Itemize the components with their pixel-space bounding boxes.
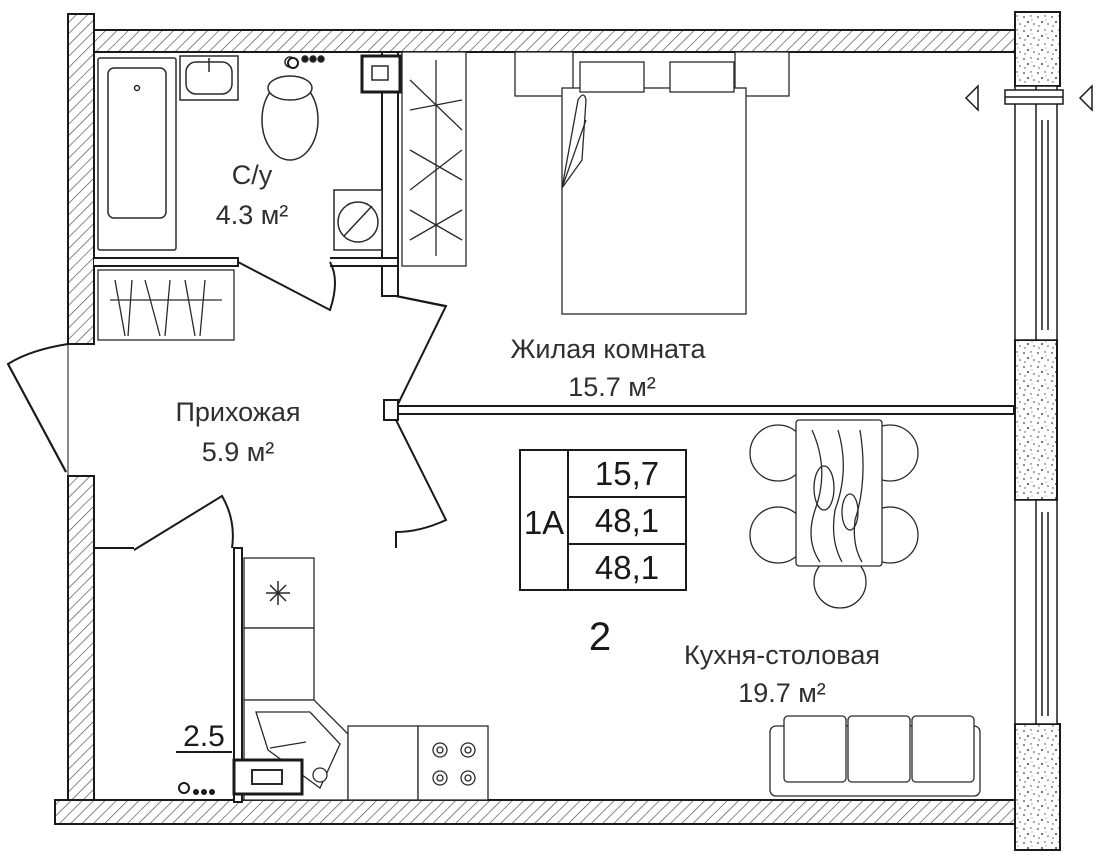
freezer-icon	[266, 581, 290, 605]
living-room-name: Жилая комната	[510, 334, 706, 364]
bathroom-door	[237, 261, 336, 312]
stove	[417, 725, 489, 801]
kitchen-area: 19.7 м²	[738, 678, 826, 708]
section-arrow-left-icon	[964, 84, 979, 112]
window-kitchen	[1014, 499, 1058, 725]
right-wall-bottom	[1014, 723, 1061, 851]
kitchen-name: Кухня-столовая	[684, 640, 880, 670]
left-wall-lower	[67, 475, 95, 807]
washing-machine	[333, 189, 383, 251]
living-kitchen-partition	[393, 405, 1015, 415]
left-wall-upper	[67, 13, 95, 345]
bathtub	[97, 57, 177, 251]
living-room-area: 15.7 м²	[568, 372, 656, 402]
vent-shaft-icon	[360, 54, 402, 94]
hallway-wardrobe	[97, 269, 235, 341]
spec-value-living: 15,7	[595, 455, 659, 492]
sofa	[769, 715, 981, 797]
bedroom-wardrobe	[401, 51, 467, 267]
spec-value-total: 48,1	[595, 502, 659, 539]
bathroom-partition	[381, 51, 399, 297]
kitchen-partition	[233, 547, 243, 803]
kitchen-units	[232, 557, 489, 801]
spec-value-general: 48,1	[595, 549, 659, 586]
windows	[964, 84, 1093, 725]
labels: С/у 4.3 м² Жилая комната 15.7 м² Прихожа…	[175, 160, 880, 753]
right-wall-pier	[1014, 339, 1058, 501]
top-wall	[67, 29, 1036, 53]
bathroom-name: С/у	[232, 160, 273, 190]
toilet	[261, 56, 319, 161]
kitchen-door	[395, 419, 448, 548]
water-riser-icon	[287, 55, 325, 69]
section-arrow-right-icon	[1078, 84, 1093, 112]
doors	[6, 261, 448, 551]
right-wall-top	[1014, 11, 1061, 87]
bedroom-door	[395, 295, 448, 405]
double-bed	[514, 51, 790, 315]
window-bedroom	[1014, 85, 1058, 341]
exterior-walls	[54, 11, 1061, 851]
dining-set	[749, 419, 919, 609]
hallway-door	[133, 494, 234, 551]
bathroom-fixtures	[97, 54, 402, 251]
hallway-name: Прихожая	[175, 397, 300, 427]
counter-right	[347, 725, 419, 801]
counter	[243, 627, 315, 701]
bathroom-bottom-wall	[94, 257, 239, 267]
wardrobes	[97, 51, 467, 341]
interior-walls	[94, 51, 1015, 803]
apartment-type: 1А	[524, 504, 564, 541]
hallway-area: 5.9 м²	[202, 437, 275, 467]
bathroom-sink	[179, 55, 239, 101]
apartment-spec-table	[519, 449, 687, 591]
kitchen-water-riser-icon	[178, 782, 215, 795]
dining-table	[795, 419, 883, 567]
bottom-wall	[54, 799, 1036, 825]
entry-door	[6, 343, 69, 476]
bathroom-area: 4.3 м²	[216, 200, 289, 230]
height-mark: 2.5	[183, 720, 225, 753]
floor-number: 2	[589, 615, 611, 659]
